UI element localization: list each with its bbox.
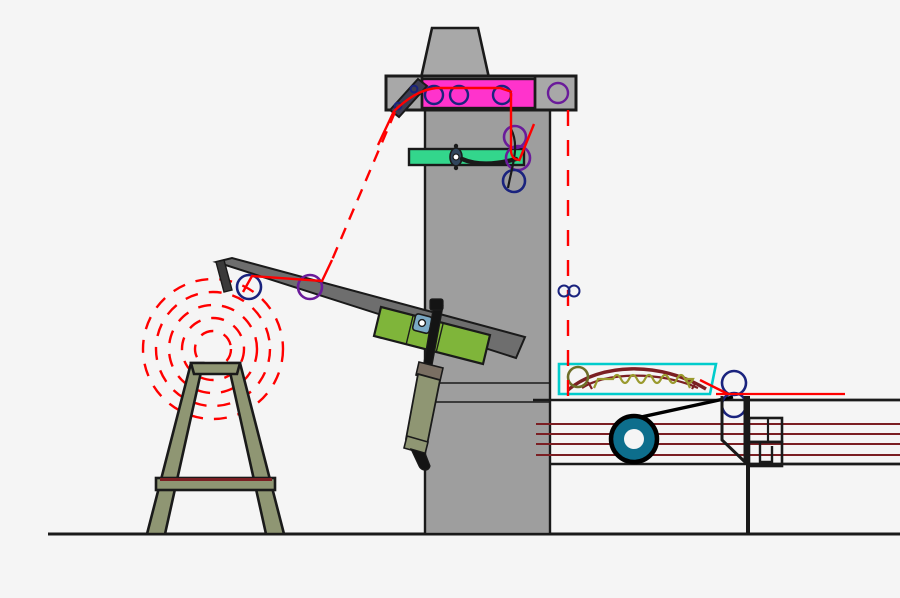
web-segment-over-arm (241, 259, 334, 293)
figure-eight-markers (557, 284, 581, 298)
main-arm-roller-right (296, 273, 324, 301)
cylinder-lower-clevis (409, 448, 431, 471)
platen-rollers (423, 81, 570, 106)
cylinder-rod-eye (429, 298, 444, 311)
tray-left-roller (566, 365, 590, 389)
column-body (423, 76, 552, 536)
main-arm-roller-left (235, 273, 263, 301)
olive-arm-seam-2 (435, 323, 444, 354)
column-roller-stack (501, 124, 532, 194)
vibration-ring-5 (141, 277, 285, 421)
horizontal-green-bar (407, 143, 526, 171)
take-up-bracket (720, 396, 900, 534)
figure-eight-right (567, 284, 581, 298)
conveyor-rails (536, 423, 900, 456)
main-arm-butt-end (215, 259, 233, 293)
bracket-box-lower (747, 440, 784, 468)
green-bar-pivot-hole (452, 153, 460, 161)
web-segment-guide-to-platen (393, 86, 513, 112)
olive-arm-pivot-hole (417, 318, 427, 328)
column-roller-linkage (506, 128, 517, 189)
web-segment-to-right-rollers (699, 378, 729, 396)
platen-roller-1 (423, 84, 445, 106)
vibration-ring-3 (167, 303, 259, 395)
green-bar-pivot-stud-bottom (453, 165, 459, 171)
guide-bar-roller-2 (409, 84, 419, 94)
tray-arc-rail (566, 367, 707, 392)
hydraulic-cylinder (403, 298, 444, 471)
web-segment-diagonal-dashed (330, 111, 397, 261)
spring-cradle-tray (557, 362, 718, 396)
conveyor-drum-hub (624, 429, 644, 449)
main-column (423, 76, 552, 536)
tray-coil-bracket-right (691, 381, 697, 390)
olive-arm-seam-1 (405, 315, 414, 346)
trestle-apex-cap (189, 361, 242, 376)
vibration-ring-4 (154, 290, 272, 408)
web-segment-lower-left (376, 110, 396, 146)
tray-outline (557, 362, 718, 396)
vibration-ring-2 (180, 316, 246, 382)
web-segment-near-green-bar (517, 123, 536, 162)
conveyor-belt-run (631, 395, 734, 421)
green-bar-pivot-stud-top (453, 143, 459, 149)
platen-roller-2 (448, 84, 470, 106)
green-bar-link (459, 156, 519, 166)
material-web-path (241, 86, 536, 293)
head-right-roller (546, 81, 570, 105)
a-frame-trestle (145, 361, 286, 536)
column-roller-lower (501, 168, 527, 194)
bracket-inner-tab (758, 442, 774, 464)
bracket-left-web (720, 396, 747, 466)
tray-coil-spring (592, 373, 695, 389)
tray-coil-bracket-left (587, 381, 593, 390)
feed-hopper (419, 26, 491, 80)
